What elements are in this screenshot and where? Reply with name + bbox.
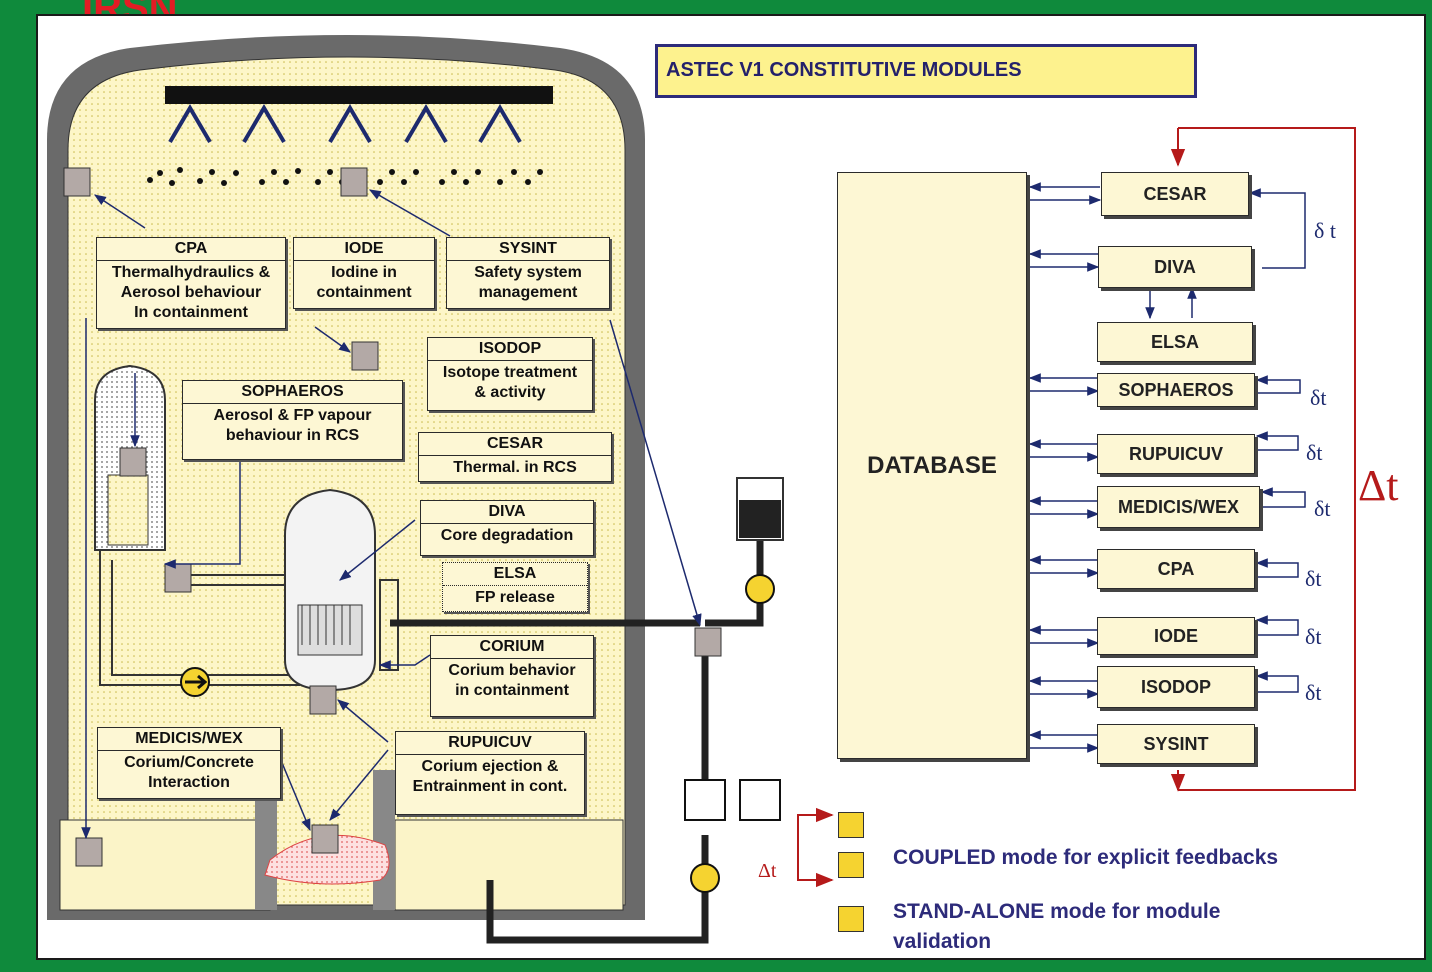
rupuicuv-box: RUPUICUV Corium ejection & Entrainment in… — [395, 731, 585, 815]
primary-loop — [99, 550, 399, 686]
corium-box-line-1: Corium behavior — [448, 662, 576, 679]
medicis-box-line-2: Interaction — [148, 774, 230, 791]
sysint-box-line-1: Safety system — [474, 264, 582, 281]
diva-box: DIVA Core degradation — [420, 500, 594, 556]
medicis-box-head: MEDICIS/WEX — [98, 728, 280, 751]
isodop-box-line-2: & activity — [474, 384, 546, 401]
delta-t-cpa: δt — [1305, 566, 1322, 591]
delta-t-sophaeros: δt — [1310, 385, 1327, 410]
module-sophaeros: SOPHAEROS — [1097, 373, 1255, 407]
module-sysint: SYSINT — [1097, 724, 1255, 764]
cesar-box-line-1: Thermal. in RCS — [453, 459, 577, 476]
module-iode: IODE — [1097, 617, 1255, 655]
delta-t-medicis: δt — [1314, 496, 1331, 521]
iode-box-head: IODE — [294, 238, 434, 261]
tank-fill — [739, 500, 781, 538]
module-isodop: ISODOP — [1097, 666, 1255, 708]
rupuicuv-box-line-1: Corium ejection & — [421, 758, 559, 775]
module-medicis: MEDICIS/WEX — [1097, 486, 1260, 528]
isodop-box-line-1: Isotope treatment — [442, 364, 578, 381]
spray-system — [147, 86, 553, 186]
rupuicuv-box-head: RUPUICUV — [396, 732, 584, 755]
legend-standalone-line-2: validation — [893, 930, 992, 953]
pump-lower — [690, 863, 720, 893]
diva-box-line-1: Core degradation — [440, 527, 574, 544]
database-box: DATABASE — [837, 172, 1027, 759]
heat-exchanger — [684, 779, 781, 821]
sophaeros-box-line-2: behaviour in RCS — [225, 427, 360, 444]
corium-box: CORIUM Corium behavior in containment — [430, 635, 594, 717]
elsa-box: ELSA FP release — [442, 562, 588, 612]
database-bus-arrows — [1028, 182, 1197, 753]
sophaeros-box: SOPHAEROS Aerosol & FP vapour behaviour i… — [182, 380, 403, 460]
pointer-arrows — [81, 189, 702, 840]
global-red-loop — [797, 127, 1356, 888]
iode-box-line-2: containment — [316, 284, 412, 301]
feedback-loops — [1248, 188, 1306, 693]
sysint-box: SYSINT Safety system management — [446, 237, 610, 309]
diva-box-head: DIVA — [421, 501, 593, 524]
delta-t-rupuicuv: δt — [1306, 440, 1323, 465]
cesar-box: CESAR Thermal. in RCS — [418, 432, 612, 482]
elsa-box-head: ELSA — [443, 563, 587, 586]
iode-box: IODE Iodine in containment — [293, 237, 435, 309]
legend-coupled: COUPLED mode for explicit feedbacks — [893, 846, 1279, 869]
corium-box-line-2: in containment — [455, 682, 569, 699]
cpa-box-head: CPA — [97, 238, 285, 261]
cpa-box-line-2: Aerosol behaviour — [120, 284, 262, 301]
legend-square-coupled-2 — [838, 852, 864, 878]
legend-square-standalone — [838, 906, 864, 932]
corium-box-head: CORIUM — [431, 636, 593, 659]
module-elsa: ELSA — [1097, 322, 1253, 362]
diagram-title: ASTEC V1 CONSTITUTIVE MODULES — [655, 44, 1197, 98]
cpa-box-line-3: In containment — [134, 304, 248, 321]
isodop-box-head: ISODOP — [428, 338, 592, 361]
pump-primary — [180, 667, 210, 697]
iode-box-line-1: Iodine in — [331, 264, 397, 281]
grey-module-markers — [63, 167, 722, 867]
legend-square-coupled-1 — [838, 812, 864, 838]
isodop-box: ISODOP Isotope treatment & activity — [427, 337, 593, 411]
cesar-box-head: CESAR — [419, 433, 611, 456]
cpa-box: CPA Thermalhydraulics & Aerosol behaviour… — [96, 237, 286, 329]
sysint-box-head: SYSINT — [447, 238, 609, 261]
medicis-box-line-1: Corium/Concrete — [124, 754, 254, 771]
delta-t-iode: δt — [1305, 624, 1322, 649]
module-cesar: CESAR — [1101, 172, 1249, 216]
sophaeros-box-line-1: Aerosol & FP vapour — [213, 407, 372, 424]
pump-spray — [745, 574, 775, 604]
delta-t-isodop: δt — [1305, 680, 1322, 705]
sysint-box-line-2: management — [478, 284, 578, 301]
delta-t-global: Δt — [1358, 461, 1399, 510]
legend-standalone-line-1: STAND-ALONE mode for module — [893, 900, 1221, 923]
module-diva: DIVA — [1098, 246, 1252, 288]
rupuicuv-box-line-2: Entrainment in cont. — [412, 778, 568, 795]
delta-t-legend: Δt — [758, 860, 777, 882]
sophaeros-box-head: SOPHAEROS — [183, 381, 402, 404]
module-cpa: CPA — [1097, 549, 1255, 589]
elsa-box-line-1: FP release — [475, 589, 555, 606]
reactor-vessel — [284, 488, 376, 692]
cpa-box-line-1: Thermalhydraulics & — [111, 264, 271, 281]
module-rupuicuv: RUPUICUV — [1097, 434, 1255, 474]
delta-t-cesar-diva: δ t — [1314, 218, 1336, 243]
